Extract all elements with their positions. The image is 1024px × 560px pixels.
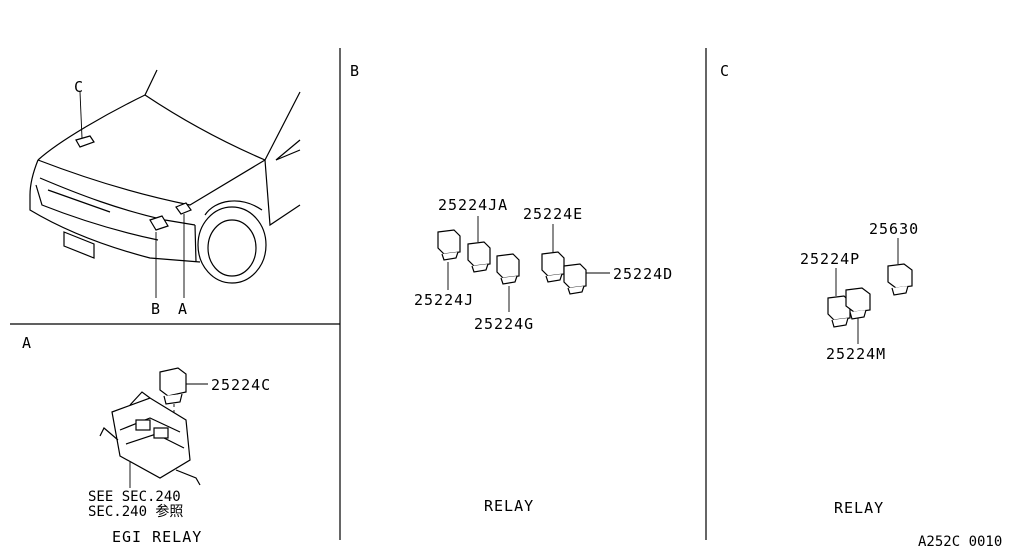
part-label-25224m: 25224M xyxy=(826,345,886,363)
part-label-25224j: 25224J xyxy=(414,291,474,309)
relay-25224ja xyxy=(467,241,491,273)
relay-25224p xyxy=(827,295,851,328)
relay-25224d xyxy=(563,263,587,295)
relay-25224e xyxy=(541,251,565,283)
panel-c-letter: C xyxy=(720,62,730,80)
relay-25630 xyxy=(887,263,913,296)
car-callout-b: B xyxy=(151,300,161,318)
part-label-25224e: 25224E xyxy=(523,205,583,223)
egi-relay-block-illustration xyxy=(99,367,201,486)
car-callout-a: A xyxy=(178,300,188,318)
part-label-25224p: 25224P xyxy=(800,250,860,268)
part-label-25224d: 25224D xyxy=(613,265,673,283)
car-overview-illustration xyxy=(29,69,301,298)
diagram-code: A252C 0010 xyxy=(918,534,1002,550)
see-sec-line1: SEE SEC.240 xyxy=(88,489,181,505)
see-sec-line2: SEC.240 参照 xyxy=(88,503,183,520)
relay-25224j xyxy=(437,229,461,261)
part-label-25224ja: 25224JA xyxy=(438,196,508,214)
part-label-25630: 25630 xyxy=(869,220,919,238)
panel-c-caption: RELAY xyxy=(834,499,884,517)
car-callout-c: C xyxy=(74,78,84,96)
relay-25224g xyxy=(496,253,520,285)
part-label-25224c: 25224C xyxy=(211,376,271,394)
panel-b-caption: RELAY xyxy=(484,497,534,515)
panel-a-caption: EGI RELAY xyxy=(112,528,202,546)
part-label-25224g: 25224G xyxy=(474,315,534,333)
panel-b-letter: B xyxy=(350,62,360,80)
panel-a-letter: A xyxy=(22,334,32,352)
